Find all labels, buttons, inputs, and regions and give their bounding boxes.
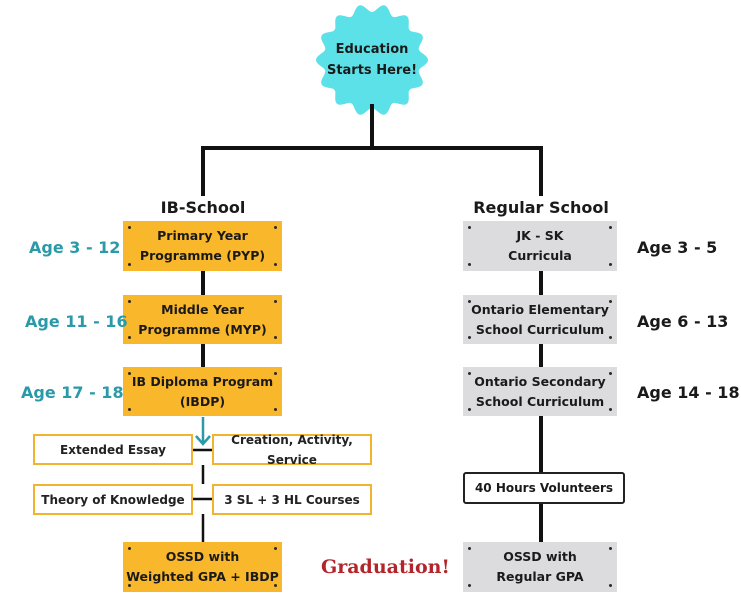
corner-dot: [468, 263, 471, 266]
corner-dot: [468, 336, 471, 339]
corner-dot: [609, 372, 612, 375]
ib-age-pyp: Age 3 - 12: [29, 238, 121, 257]
ib-age-ibdp: Age 17 - 18: [21, 383, 124, 402]
start-label: Education Starts Here!: [326, 42, 418, 78]
regular-result: OSSD with Regular GPA: [463, 542, 617, 592]
main-connectors: [201, 104, 543, 542]
corner-dot: [128, 408, 131, 411]
corner-dot: [128, 547, 131, 550]
regular-age-jk-sk: Age 3 - 5: [637, 238, 718, 257]
regular-stage-secondary: Ontario Secondary School Curriculum: [463, 367, 617, 416]
regular-stage-jk-sk: JK - SK Curricula: [463, 221, 617, 271]
ib-component-extended-essay: Extended Essay: [33, 434, 193, 465]
corner-dot: [274, 547, 277, 550]
corner-dot: [468, 300, 471, 303]
corner-dot: [128, 300, 131, 303]
corner-dot: [468, 584, 471, 587]
ib-stage-ibdp: IB Diploma Program (IBDP): [123, 367, 282, 416]
corner-dot: [274, 226, 277, 229]
ib-result: OSSD with Weighted GPA + IBDP: [123, 542, 282, 592]
corner-dot: [274, 408, 277, 411]
corner-dot: [609, 263, 612, 266]
regular-volunteer: 40 Hours Volunteers: [463, 472, 625, 504]
ib-stage-myp: Middle Year Programme (MYP): [123, 295, 282, 344]
corner-dot: [609, 226, 612, 229]
corner-dot: [128, 226, 131, 229]
ib-component-courses: 3 SL + 3 HL Courses: [212, 484, 372, 515]
corner-dot: [274, 336, 277, 339]
corner-dot: [128, 584, 131, 587]
ib-component-cas: Creation, Activity, Service: [212, 433, 372, 467]
regular-age-elementary: Age 6 - 13: [637, 312, 729, 331]
corner-dot: [609, 408, 612, 411]
corner-dot: [274, 263, 277, 266]
corner-dot: [468, 408, 471, 411]
corner-dot: [468, 547, 471, 550]
corner-dot: [609, 547, 612, 550]
ib-component-tok: Theory of Knowledge: [33, 484, 193, 515]
corner-dot: [609, 300, 612, 303]
corner-dot: [128, 336, 131, 339]
corner-dot: [468, 372, 471, 375]
corner-dot: [274, 584, 277, 587]
corner-dot: [274, 372, 277, 375]
ib-component-connectors: [192, 448, 212, 542]
corner-dot: [609, 584, 612, 587]
graduation-label: Graduation!: [321, 556, 450, 578]
corner-dot: [609, 336, 612, 339]
corner-dot: [468, 226, 471, 229]
start-badge-shape: [316, 5, 428, 115]
regular-school-heading: Regular School: [473, 198, 609, 217]
ib-school-heading: IB-School: [160, 198, 246, 217]
regular-age-secondary: Age 14 - 18: [637, 383, 740, 402]
corner-dot: [128, 263, 131, 266]
corner-dot: [274, 300, 277, 303]
corner-dot: [128, 372, 131, 375]
arrow-icon: [195, 417, 211, 446]
ib-age-myp: Age 11 - 16: [25, 312, 128, 331]
regular-stage-elementary: Ontario Elementary School Curriculum: [463, 295, 617, 344]
ib-stage-pyp: Primary Year Programme (PYP): [123, 221, 282, 271]
